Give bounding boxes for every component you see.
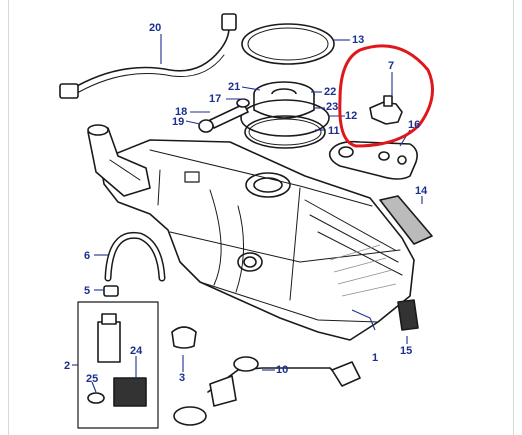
sealing-ring [241,23,335,65]
callout-21: 21 [228,81,241,93]
wiring-harness [69,19,230,91]
locking-ring [240,99,330,137]
callout-14: 14 [415,185,428,197]
callout-2: 2 [64,360,71,372]
tank-filler-opening [245,172,291,198]
strainer [113,377,147,407]
callout-20: 20 [149,22,162,34]
inset-frame [77,301,159,429]
callout-24: 24 [130,345,143,357]
callout-22: 22 [324,86,337,98]
callout-23: 23 [326,101,339,113]
highlight-ring [338,44,434,148]
sender-unit-ring [173,406,207,426]
tank-lower-opening [237,252,263,272]
callout-11: 11 [328,125,340,137]
hose-clip [103,285,119,297]
callout-5: 5 [84,285,91,297]
leader-lines [72,34,423,393]
fuel-tank [99,139,415,341]
callout-12: 12 [345,110,358,122]
callout-6: 6 [84,250,91,262]
callout-16: 16 [408,119,421,131]
right-border [513,0,514,435]
clamp [171,326,197,349]
callout-18: 18 [175,106,188,118]
callout-15: 15 [400,345,413,357]
callout-7: 7 [388,60,395,72]
callout-17: 17 [209,93,222,105]
callout-19: 19 [172,116,185,128]
callout-25: 25 [86,373,99,385]
callout-13: 13 [352,34,365,46]
callout-1: 1 [372,352,379,364]
pump-body [97,321,121,363]
filler-neck [87,127,151,197]
filter-element [379,195,433,245]
pad [397,299,419,331]
callout-10: 10 [276,364,289,376]
callout-3: 3 [179,372,186,384]
left-border [8,0,9,435]
